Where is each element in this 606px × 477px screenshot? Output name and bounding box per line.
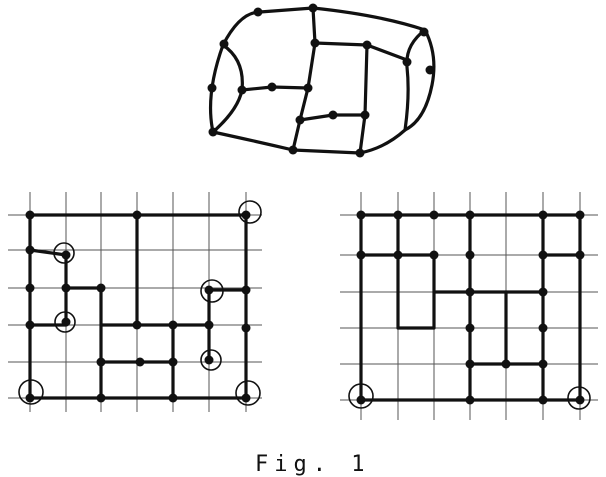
left-grid-graph <box>8 192 262 412</box>
top-3d-graph <box>207 3 436 158</box>
left-grid-lines <box>8 192 262 412</box>
right-grid-graph <box>340 192 598 420</box>
figure-caption: Fig. 1 <box>255 452 371 477</box>
